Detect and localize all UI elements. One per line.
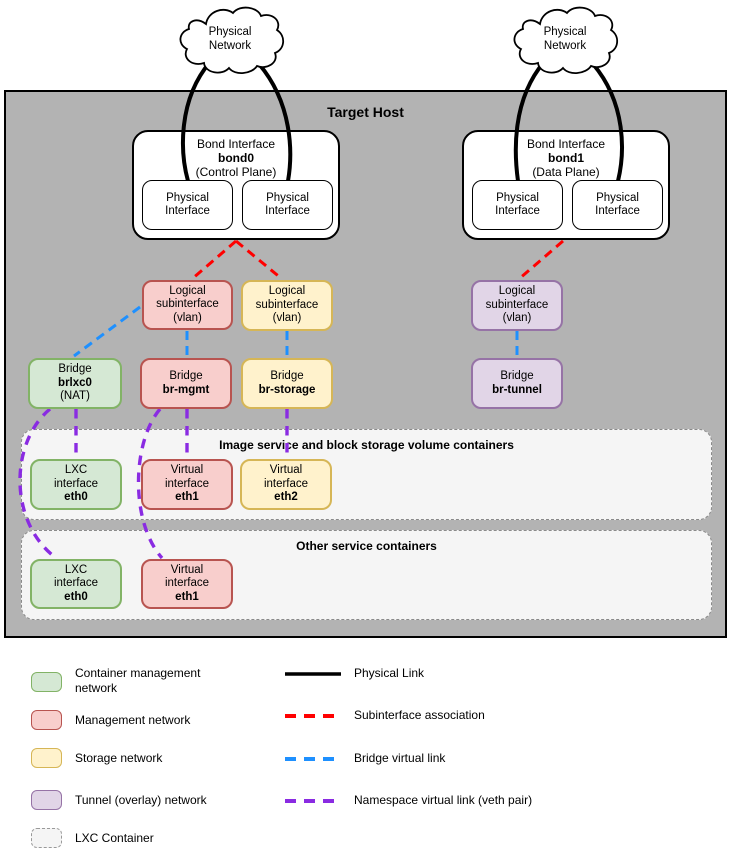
label: (vlan) xyxy=(272,312,302,325)
label: Virtual xyxy=(170,563,204,576)
container-other-services: Other service containers xyxy=(21,530,712,620)
bridge-link-sample xyxy=(285,757,341,761)
label: Bridge xyxy=(500,370,534,383)
label: eth1 xyxy=(175,491,199,504)
bridge-br-mgmt: Bridge br-mgmt xyxy=(140,358,232,409)
bond1-title: Bond Interface xyxy=(526,137,606,151)
legend-label-container-mgmt: Container management network xyxy=(75,666,201,695)
bond1-physical-interface-2: Physical Interface xyxy=(572,180,663,230)
cloud-left-label: Physical Network xyxy=(208,26,252,52)
label: Physical xyxy=(166,191,209,204)
legend-label-mgmt: Management network xyxy=(75,713,191,727)
label: brlxc0 xyxy=(58,376,92,389)
legend-label-tunnel: Tunnel (overlay) network xyxy=(75,793,207,807)
label: interface xyxy=(53,477,99,490)
label: Virtual xyxy=(269,464,303,477)
label: Bridge xyxy=(58,363,92,376)
label: LXC xyxy=(64,563,88,576)
cloud-right-label: Physical Network xyxy=(543,26,587,52)
label: LXC xyxy=(64,464,88,477)
label: interface xyxy=(53,577,99,590)
legend-swatch-mgmt xyxy=(31,710,62,730)
legend-swatch-lxc xyxy=(31,828,62,848)
label: Interface xyxy=(265,205,310,217)
label: subinterface xyxy=(255,298,319,311)
bond1-role: (Data Plane) xyxy=(532,165,600,180)
label: Virtual xyxy=(170,464,204,477)
label: subinterface xyxy=(156,298,219,311)
bond0-name: bond0 xyxy=(218,151,254,166)
legend-swatch-tunnel xyxy=(31,790,62,810)
legend-label-veth-link: Namespace virtual link (veth pair) xyxy=(354,793,533,807)
label: Physical xyxy=(496,191,539,204)
subiface-assoc-sample xyxy=(285,714,341,718)
legend-label-lxc: LXC Container xyxy=(75,831,154,845)
label: Logical xyxy=(268,285,306,298)
logical-subinterface-tunnel: Logical subinterface (vlan) xyxy=(471,280,563,331)
bond0-title: Bond Interface xyxy=(196,137,276,151)
bond0-role: (Control Plane) xyxy=(195,165,277,180)
container-image-block-storage: Image service and block storage volume c… xyxy=(21,429,712,520)
c1-lxc-interface-eth0: LXC interface eth0 xyxy=(30,459,122,510)
bridge-brlxc0: Bridge brlxc0 (NAT) xyxy=(28,358,122,409)
label: (NAT) xyxy=(60,390,90,403)
veth-link-sample xyxy=(285,799,341,803)
label: interface xyxy=(164,477,210,490)
label: interface xyxy=(164,577,210,590)
label: br-tunnel xyxy=(492,383,542,396)
legend-label-physical-link: Physical Link xyxy=(354,666,425,680)
bond0-physical-interface-1: Physical Interface xyxy=(142,180,233,230)
label: eth2 xyxy=(274,491,298,504)
container-other-services-label: Other service containers xyxy=(296,539,437,553)
legend-label-bridge-link: Bridge virtual link xyxy=(354,751,446,765)
bridge-br-tunnel: Bridge br-tunnel xyxy=(471,358,563,409)
logical-subinterface-mgmt: Logical subinterface (vlan) xyxy=(142,280,233,330)
label: (vlan) xyxy=(502,312,532,325)
label: Physical xyxy=(266,191,309,204)
bond1-name: bond1 xyxy=(548,151,584,166)
container-image-block-storage-label: Image service and block storage volume c… xyxy=(219,438,514,452)
label: (vlan) xyxy=(173,311,202,324)
bridge-br-storage: Bridge br-storage xyxy=(241,358,333,409)
c1-virtual-interface-eth2: Virtual interface eth2 xyxy=(240,459,332,510)
legend-label-storage: Storage network xyxy=(75,751,163,765)
label: Logical xyxy=(169,284,206,297)
label: eth0 xyxy=(64,590,88,603)
label: Logical xyxy=(498,285,536,298)
legend-swatch-container-mgmt xyxy=(31,672,62,692)
physical-link-sample xyxy=(285,672,341,676)
label: br-storage xyxy=(258,383,316,396)
bond1-physical-interface-1: Physical Interface xyxy=(472,180,563,230)
label: eth0 xyxy=(64,491,88,504)
label: Interface xyxy=(595,205,640,217)
target-host-label: Target Host xyxy=(327,104,404,120)
label: br-mgmt xyxy=(162,383,210,396)
logical-subinterface-storage: Logical subinterface (vlan) xyxy=(241,280,333,331)
legend-swatch-storage xyxy=(31,748,62,768)
label: eth1 xyxy=(175,590,199,603)
label: Bridge xyxy=(270,370,304,383)
bond0-physical-interface-2: Physical Interface xyxy=(242,180,333,230)
label: Interface xyxy=(165,205,210,217)
c2-lxc-interface-eth0: LXC interface eth0 xyxy=(30,559,122,609)
label: subinterface xyxy=(485,298,549,311)
c1-virtual-interface-eth1: Virtual interface eth1 xyxy=(141,459,233,510)
c2-virtual-interface-eth1: Virtual interface eth1 xyxy=(141,559,233,609)
label: Interface xyxy=(495,205,540,217)
label: Physical xyxy=(596,191,639,204)
label: Bridge xyxy=(169,370,203,383)
legend-label-subiface-assoc: Subinterface association xyxy=(354,708,485,722)
label: interface xyxy=(263,477,309,490)
